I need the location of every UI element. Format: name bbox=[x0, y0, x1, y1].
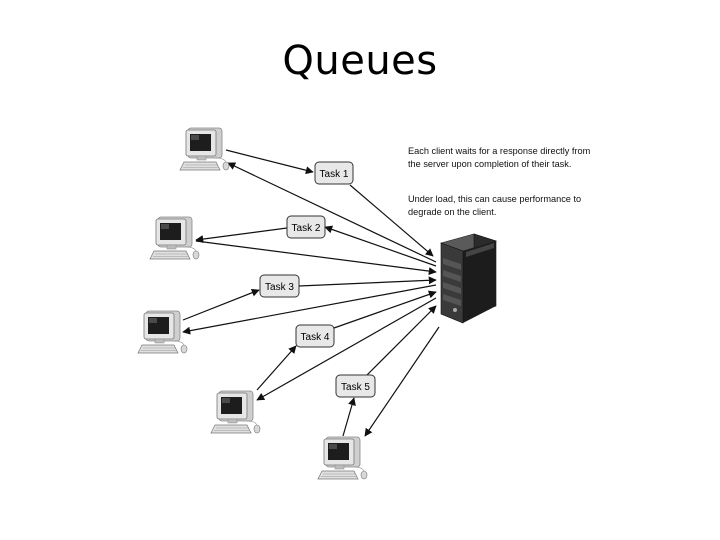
description-paragraph-2: Under load, this can cause performance t… bbox=[408, 194, 582, 217]
client-3-computer-icon bbox=[137, 310, 188, 354]
arrow-server-to-client4 bbox=[256, 297, 437, 401]
arrow-server-to-client5 bbox=[364, 326, 440, 437]
arrow-server-to-client1 bbox=[227, 162, 437, 263]
arrow-client5-to-task5 bbox=[342, 397, 356, 437]
description-paragraph-1: Each client waits for a response directl… bbox=[408, 146, 591, 169]
arrow-task5-to-server bbox=[365, 305, 437, 377]
arrow-server-to-client3 bbox=[182, 284, 437, 335]
arrow-server-to-task2 bbox=[324, 225, 437, 267]
server-icon bbox=[440, 233, 498, 324]
task-box-3: Task 3 bbox=[259, 274, 300, 298]
client-5-computer-icon bbox=[317, 436, 368, 480]
client-2-computer-icon bbox=[149, 216, 200, 260]
slide-title: Queues bbox=[282, 38, 438, 84]
arrow-task2-to-client2 bbox=[195, 227, 288, 244]
arrow-task3-to-server bbox=[298, 276, 437, 287]
task-label-1: Task 1 bbox=[320, 169, 349, 180]
task-label-4: Task 4 bbox=[301, 332, 330, 343]
task-label-2: Task 2 bbox=[292, 223, 321, 234]
client-4-computer-icon bbox=[210, 390, 261, 434]
arrow-client4-to-task4 bbox=[256, 345, 297, 391]
client-1-computer-icon bbox=[179, 127, 230, 171]
connections bbox=[182, 149, 440, 437]
arrow-task4-to-server bbox=[333, 290, 437, 329]
task-label-5: Task 5 bbox=[341, 382, 370, 393]
task-box-5: Task 5 bbox=[335, 374, 376, 398]
arrow-client2-to-server bbox=[195, 240, 437, 276]
arrow-task1-to-server bbox=[349, 184, 434, 257]
arrow-client3-to-task3 bbox=[182, 288, 260, 321]
task-box-1: Task 1 bbox=[314, 161, 354, 185]
task-box-2: Task 2 bbox=[286, 215, 326, 239]
arrow-client1-to-task1 bbox=[225, 149, 314, 175]
task-label-3: Task 3 bbox=[265, 282, 294, 293]
task-box-4: Task 4 bbox=[295, 324, 335, 348]
